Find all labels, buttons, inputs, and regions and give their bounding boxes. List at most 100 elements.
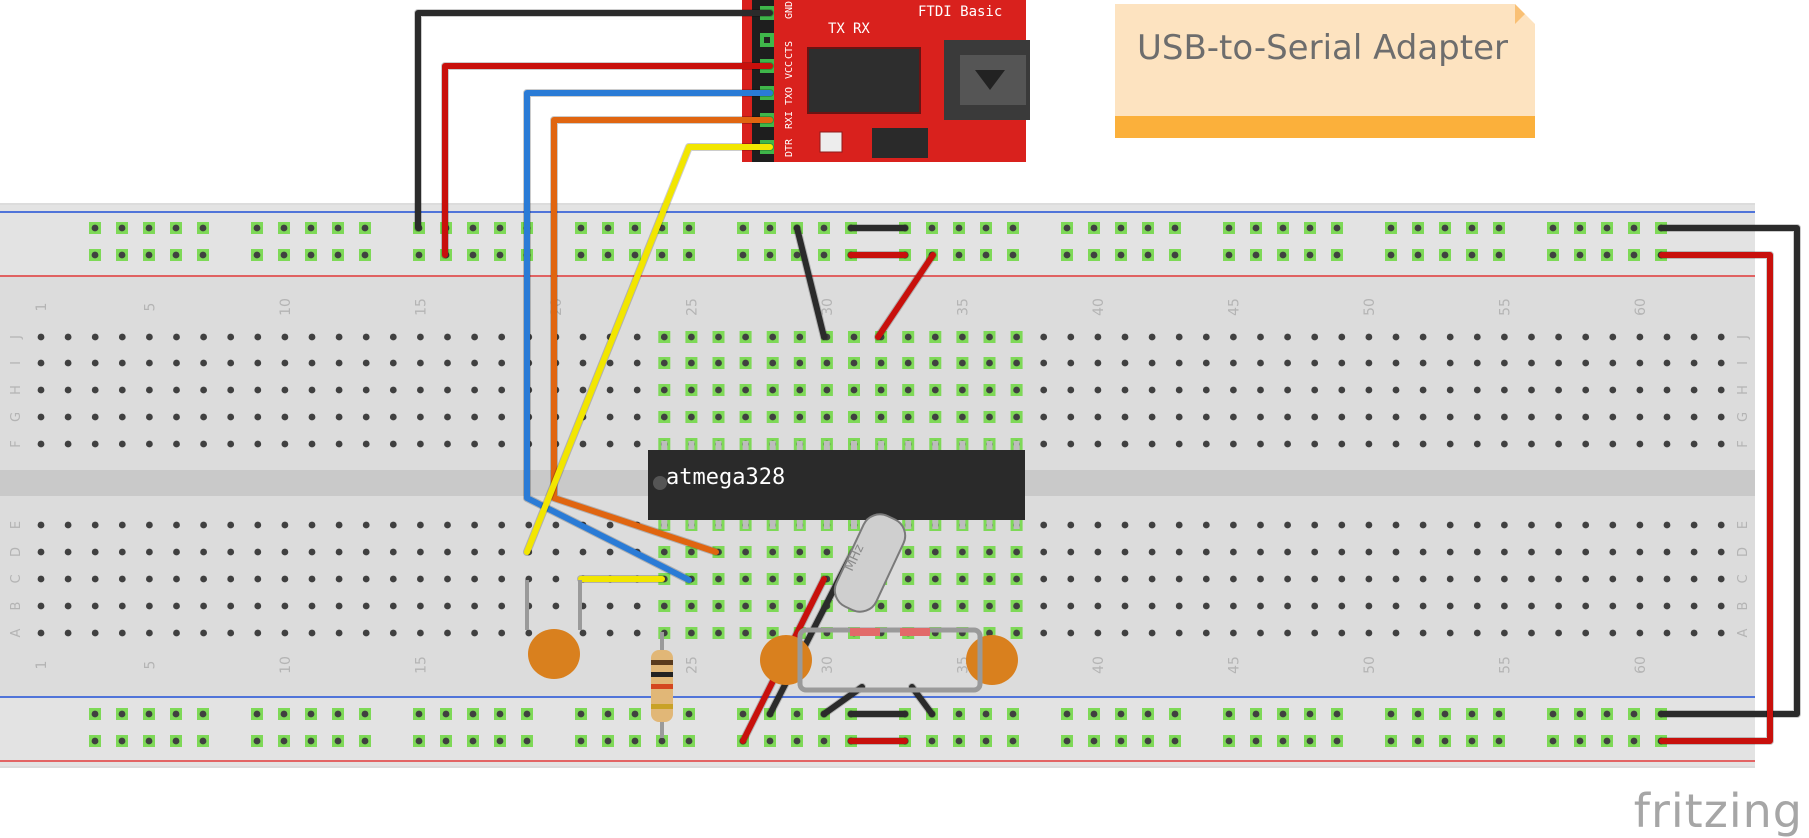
breadboard-hole — [254, 629, 262, 637]
breadboard-hole — [931, 359, 939, 367]
breadboard-hole — [1040, 386, 1048, 394]
breadboard-hole — [362, 333, 370, 341]
breadboard-hole — [362, 359, 370, 367]
rail-hole — [1063, 737, 1071, 745]
breadboard-hole — [444, 413, 451, 421]
rail-hole — [1414, 710, 1422, 718]
breadboard-hole — [91, 521, 99, 529]
rail-hole — [199, 737, 207, 745]
chip-leg — [715, 519, 722, 529]
breadboard-hole — [579, 548, 587, 556]
column-number-label: 1 — [34, 303, 50, 312]
breadboard-hole — [91, 548, 99, 556]
breadboard-hole — [444, 440, 451, 448]
ftdi-pin-label: TXO — [784, 87, 795, 105]
breadboard-hole — [660, 359, 668, 367]
breadboard-hole — [959, 602, 966, 610]
breadboard-hole — [1690, 575, 1698, 583]
chip-leg — [959, 519, 966, 529]
column-number-label: 5 — [142, 303, 158, 312]
breadboard-hole — [1528, 386, 1535, 394]
rail-hole — [253, 251, 261, 259]
breadboard-hole — [1148, 602, 1156, 610]
breadboard-hole — [1663, 629, 1671, 637]
breadboard-hole — [1636, 521, 1644, 529]
breadboard-hole — [64, 521, 72, 529]
breadboard-hole — [1040, 359, 1048, 367]
breadboard-hole — [931, 575, 939, 583]
breadboard-hole — [986, 548, 993, 556]
rail-hole — [604, 224, 612, 232]
rail-hole — [1225, 224, 1233, 232]
rail-hole — [118, 251, 126, 259]
breadboard-hole — [1365, 521, 1373, 529]
rail-hole — [469, 710, 477, 718]
breadboard-hole — [1121, 413, 1129, 421]
breadboard-hole — [417, 386, 424, 394]
breadboard-hole — [37, 521, 45, 529]
breadboard-hole — [362, 440, 370, 448]
column-number-label: 5 — [142, 661, 158, 670]
ftdi-tx-label: TX — [828, 21, 845, 37]
rail-hole — [1252, 224, 1260, 232]
chip-leg — [661, 519, 668, 529]
breadboard-hole — [1392, 548, 1400, 556]
capacitor-3 — [966, 635, 1018, 685]
column-number-label: 15 — [413, 656, 429, 674]
rail-hole — [496, 737, 504, 745]
breadboard-hole — [1311, 333, 1319, 341]
breadboard-hole — [1284, 575, 1291, 583]
breadboard-hole — [1257, 575, 1264, 583]
breadboard-hole — [308, 575, 316, 583]
column-number-label: 45 — [1226, 298, 1242, 316]
breadboard-hole — [1501, 575, 1508, 583]
breadboard-hole — [200, 333, 208, 341]
cap-lead-red-mark-2 — [900, 628, 930, 636]
chip-leg — [959, 441, 966, 451]
breadboard-hole — [1040, 548, 1048, 556]
chip-leg — [851, 519, 857, 529]
breadboard-hole — [1175, 386, 1183, 394]
breadboard-hole — [1717, 440, 1725, 448]
column-number-label: 55 — [1497, 298, 1513, 316]
breadboard-hole — [633, 629, 641, 637]
breadboard-hole — [1717, 602, 1725, 610]
breadboard-hole — [1148, 629, 1156, 637]
breadboard-hole — [471, 575, 478, 583]
breadboard-hole — [1311, 413, 1319, 421]
chip-leg — [823, 441, 830, 451]
breadboard-hole — [1690, 440, 1698, 448]
breadboard-hole — [904, 548, 912, 556]
breadboard-hole — [633, 440, 641, 448]
breadboard-hole — [1663, 386, 1671, 394]
row-letter-label: H — [9, 385, 24, 395]
rail-hole — [685, 251, 693, 259]
breadboard-hole — [146, 521, 153, 529]
breadboard-hole — [1040, 629, 1048, 637]
breadboard-hole — [254, 602, 262, 610]
rail-hole — [766, 251, 774, 259]
breadboard-hole — [1365, 629, 1373, 637]
breadboard-hole — [1094, 413, 1102, 421]
breadboard-hole — [389, 521, 397, 529]
row-letter-label: B — [9, 602, 24, 611]
breadboard-hole — [1311, 521, 1319, 529]
breadboard-hole — [173, 413, 180, 421]
wire-black-gnd — [415, 10, 773, 231]
breadboard-hole — [417, 413, 424, 421]
rail-hole — [1279, 224, 1287, 232]
row-letter-label: A — [1736, 628, 1751, 637]
breadboard-hole — [200, 575, 208, 583]
breadboard-hole — [281, 440, 289, 448]
breadboard-hole — [1582, 333, 1590, 341]
wire-red-vcc — [442, 63, 773, 258]
breadboard-hole — [959, 359, 966, 367]
breadboard-hole — [417, 602, 424, 610]
breadboard-hole — [931, 333, 939, 341]
rail-hole — [739, 710, 747, 718]
breadboard-hole — [742, 575, 749, 583]
rail-hole — [1549, 251, 1557, 259]
breadboard-hole — [1175, 333, 1183, 341]
rail-hole — [361, 737, 369, 745]
breadboard-hole — [660, 548, 668, 556]
